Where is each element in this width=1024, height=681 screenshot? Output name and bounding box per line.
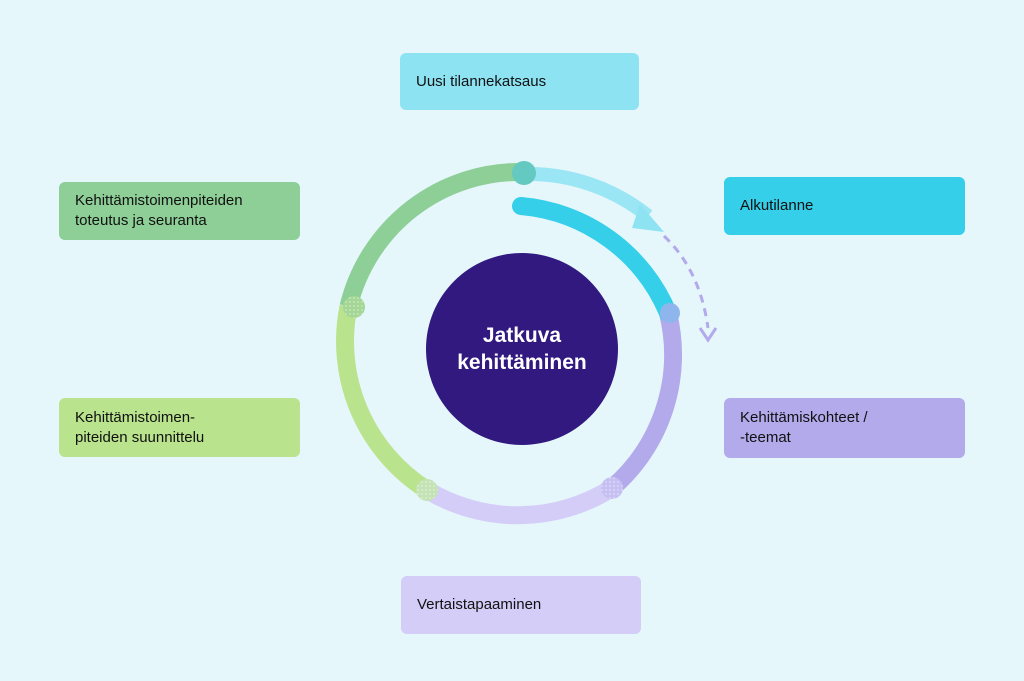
stage-box-vertaistapaaminen: Vertaistapaaminen xyxy=(401,576,641,634)
stage-box-toteutus: Kehittämistoimenpiteiden toteutus ja seu… xyxy=(59,182,300,240)
stage-label-kohteet-line2: -teemat xyxy=(740,429,791,446)
node-bottom-right-texture xyxy=(601,477,623,499)
stage-label-suunnittelu-line1: Kehittämistoimen- xyxy=(75,408,196,426)
new-review-arrowhead xyxy=(632,204,664,232)
ring-segment-suunnittelu xyxy=(336,304,432,498)
dashed-arrowhead xyxy=(698,327,718,343)
stage-box-alkutilanne: Alkutilanne xyxy=(724,177,965,235)
stage-label-toteutus-line2: toteutus ja seuranta xyxy=(75,212,207,229)
stage-box-uusi: Uusi tilannekatsaus xyxy=(400,53,639,110)
dashed-arrow xyxy=(662,234,710,329)
center-title-line2: kehittäminen xyxy=(457,351,587,374)
new-review-arrow xyxy=(525,166,653,222)
stage-label-alkutilanne: Alkutilanne xyxy=(740,197,814,214)
ring-segment-kohteet xyxy=(606,310,683,495)
ring-segment-vertaistapaaminen xyxy=(422,480,617,525)
node-right xyxy=(660,303,680,323)
node-top xyxy=(512,161,536,185)
node-left-texture xyxy=(343,296,365,318)
stage-box-suunnittelu: Kehittämistoimen- piteiden suunnittelu xyxy=(59,398,300,457)
stage-label-toteutus-line1: Kehittämistoimenpiteiden xyxy=(75,192,243,209)
stage-box-kohteet: Kehittämiskohteet / -teemat xyxy=(724,398,965,458)
stage-label-suunnittelu-line2: piteiden suunnittelu xyxy=(75,428,205,446)
stage-label-kohteet-line1: Kehittämiskohteet / xyxy=(740,409,868,426)
ring-segment-toteutus xyxy=(339,162,525,309)
stage-label-vertaistapaaminen: Vertaistapaaminen xyxy=(417,596,542,613)
center-title-line1: Jatkuva xyxy=(482,324,562,347)
stage-label-uusi: Uusi tilannekatsaus xyxy=(416,72,547,90)
node-bottom-left-texture xyxy=(416,479,438,501)
center-circle: Jatkuva kehittäminen xyxy=(426,253,618,445)
ring-segment-alkutilanne xyxy=(512,197,677,322)
